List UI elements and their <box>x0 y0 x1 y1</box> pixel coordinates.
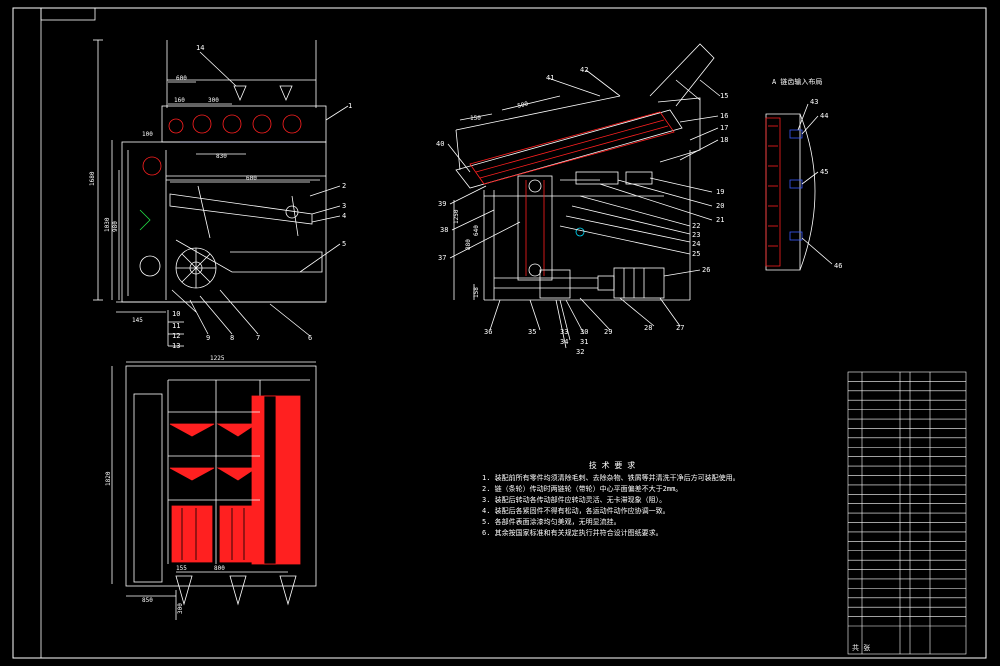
dim-1225: 1225 <box>210 355 225 362</box>
balloon-29: 29 <box>604 328 612 336</box>
balloon-11: 11 <box>172 322 180 330</box>
title-block <box>847 371 967 655</box>
detail-title: A 链齿输入布局 <box>772 77 822 86</box>
dim-800: 800 <box>214 565 225 572</box>
balloon-3: 3 <box>342 202 346 210</box>
balloon-41: 41 <box>546 74 554 82</box>
balloon-5: 5 <box>342 240 346 248</box>
top-view-labels: 1225 1820 850 155 800 300 <box>105 355 225 614</box>
balloon-25: 25 <box>692 250 700 258</box>
side-view-labels: 15 16 17 18 19 20 21 22 23 24 25 26 27 2… <box>436 66 728 356</box>
balloon-6: 6 <box>308 334 312 342</box>
dim-1820: 1820 <box>105 471 112 486</box>
corner-tag <box>40 7 96 21</box>
detail-view-labels: A 链齿输入布局 43 44 45 46 <box>772 77 842 270</box>
balloon-1: 1 <box>348 102 352 110</box>
dim-1680: 1680 <box>89 171 96 186</box>
balloon-2: 2 <box>342 182 346 190</box>
tech-note-6: 6. 其余按国家标准和有关规定执行并符合设计图纸要求。 <box>482 529 663 537</box>
balloon-37: 37 <box>438 254 446 262</box>
dim-1250: 1250 <box>453 209 460 224</box>
dim-160: 160 <box>174 97 185 104</box>
balloon-28: 28 <box>644 324 652 332</box>
balloon-17: 17 <box>720 124 728 132</box>
dim-1030: 1030 <box>104 217 111 232</box>
balloon-33: 33 <box>560 328 568 336</box>
balloon-19: 19 <box>716 188 724 196</box>
side-view <box>447 43 721 349</box>
dim-300: 300 <box>208 97 219 104</box>
balloon-26: 26 <box>702 266 710 274</box>
dim-640: 640 <box>473 225 480 236</box>
balloon-18: 18 <box>720 136 728 144</box>
balloon-27: 27 <box>676 324 684 332</box>
balloon-4: 4 <box>342 212 346 220</box>
dim-100: 100 <box>142 131 153 138</box>
dim-880: 880 <box>465 239 472 250</box>
balloon-9: 9 <box>206 334 210 342</box>
dim-600-top: 600 <box>176 75 187 82</box>
balloon-15: 15 <box>720 92 728 100</box>
dim-830: 830 <box>216 153 227 160</box>
front-view-labels: 14 1 2 3 4 5 6 7 8 9 10 11 12 13 600 300… <box>89 44 352 350</box>
tech-note-2: 2. 链（条轮）传动时两链轮（带轮）中心平面偏差不大于2mm。 <box>482 485 683 493</box>
balloon-38: 38 <box>440 226 448 234</box>
balloon-31: 31 <box>580 338 588 346</box>
balloon-16: 16 <box>720 112 728 120</box>
balloon-8: 8 <box>230 334 234 342</box>
balloon-20: 20 <box>716 202 724 210</box>
dim-158: 158 <box>473 287 480 298</box>
balloon-44: 44 <box>820 112 828 120</box>
balloon-46: 46 <box>834 262 842 270</box>
balloon-45: 45 <box>820 168 828 176</box>
balloon-14: 14 <box>196 44 204 52</box>
outer-border <box>12 7 987 659</box>
balloon-34: 34 <box>560 338 568 346</box>
dim-500: 500 <box>517 100 530 110</box>
balloon-40: 40 <box>436 140 444 148</box>
dim-145: 145 <box>132 317 143 324</box>
dim-155: 155 <box>176 565 187 572</box>
tech-note-5: 5. 各部件表面涂漆均匀美观，无明显流挂。 <box>482 518 621 526</box>
balloon-42: 42 <box>580 66 588 74</box>
balloon-22: 22 <box>692 222 700 230</box>
dim-150: 150 <box>470 115 481 122</box>
title-block-footer: 共 张 <box>852 643 870 652</box>
tech-note-3: 3. 装配后转动各传动部件应转动灵活、无卡滞现象（阻）。 <box>482 496 667 504</box>
dim-600-mid: 600 <box>246 175 257 182</box>
tech-note-4: 4. 装配后各紧固件不得有松动，各运动件动作应协调一致。 <box>482 507 670 515</box>
balloon-43: 43 <box>810 98 818 106</box>
tech-note-1: 1. 装配前所有零件均须清除毛刺、去除杂物、铁屑等并清洗干净后方可装配使用。 <box>482 474 740 482</box>
technical-requirements: 技 术 要 求 1. 装配前所有零件均须清除毛刺、去除杂物、铁屑等并清洗干净后方… <box>482 460 742 539</box>
balloon-30: 30 <box>580 328 588 336</box>
balloon-13: 13 <box>172 342 180 350</box>
front-view <box>93 39 349 347</box>
tech-notes-title: 技 术 要 求 <box>588 461 636 470</box>
top-view <box>111 361 317 620</box>
dim-980: 980 <box>112 221 119 232</box>
dim-850: 850 <box>142 597 153 604</box>
balloon-7: 7 <box>256 334 260 342</box>
balloon-21: 21 <box>716 216 724 224</box>
detail-view <box>765 103 833 271</box>
title-block-rows <box>848 381 966 627</box>
dim-300-bottom: 300 <box>177 603 184 614</box>
balloon-35: 35 <box>528 328 536 336</box>
balloon-12: 12 <box>172 332 180 340</box>
balloon-32: 32 <box>576 348 584 356</box>
balloon-39: 39 <box>438 200 446 208</box>
balloon-10: 10 <box>172 310 180 318</box>
inner-border <box>40 7 987 659</box>
balloon-23: 23 <box>692 231 700 239</box>
balloon-24: 24 <box>692 240 700 248</box>
balloon-36: 36 <box>484 328 492 336</box>
